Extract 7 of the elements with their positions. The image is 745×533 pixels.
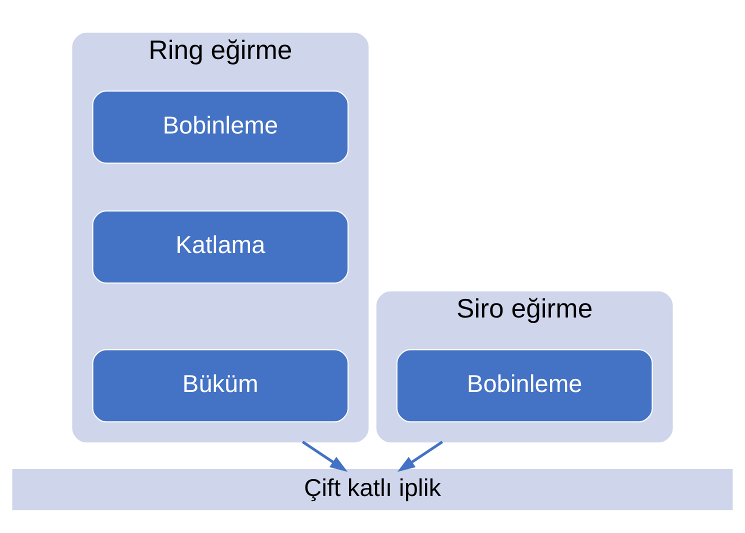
arrow — [397, 440, 444, 472]
arrow — [302, 440, 348, 472]
node-box: Büküm — [92, 348, 349, 422]
node-box: Bobinleme — [396, 348, 653, 422]
node-box: Çift katlı iplik — [12, 468, 733, 510]
node-box: Bobinleme — [92, 90, 349, 164]
node-box: Katlama — [92, 210, 349, 284]
